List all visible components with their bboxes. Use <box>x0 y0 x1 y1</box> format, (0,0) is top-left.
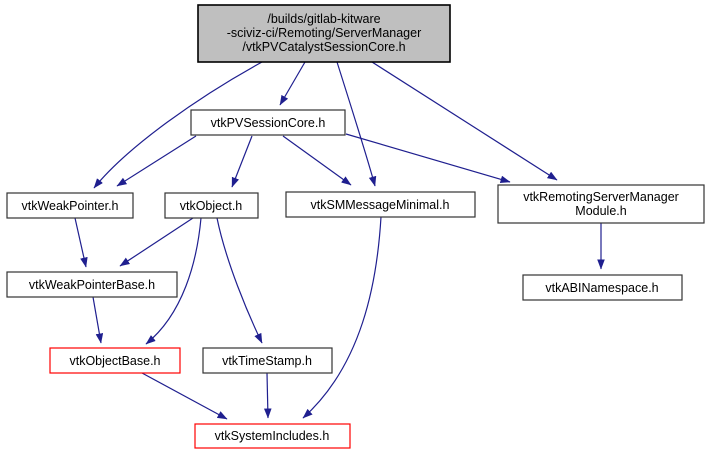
node-vtkWeakPointerBase-label: vtkWeakPointerBase.h <box>29 278 155 292</box>
edge-vtkObject-to-vtkWeakPointerBase <box>119 217 194 267</box>
edge-vtkSMMessageMinimal-to-vtkSystemIncludes <box>302 216 382 419</box>
edge-vtkObject-to-vtkObjectBase <box>145 217 202 345</box>
node-vtkSystemIncludes-label: vtkSystemIncludes.h <box>215 429 330 443</box>
edge-group <box>74 61 605 420</box>
node-vtkObjectBase-label: vtkObjectBase.h <box>69 354 160 368</box>
edge-vtkObject-to-vtkTimeStamp <box>216 217 263 344</box>
edge-vtkPVCatalystSessionCore-to-vtkWeakPointer <box>93 61 263 189</box>
node-vtkSystemIncludes[interactable]: vtkSystemIncludes.h <box>194 423 351 449</box>
edge-vtkPVCatalystSessionCore-to-vtkPVSessionCore <box>279 61 306 106</box>
node-vtkSMMessageMinimal[interactable]: vtkSMMessageMinimal.h <box>285 191 476 218</box>
node-vtkWeakPointer[interactable]: vtkWeakPointer.h <box>6 192 134 219</box>
node-vtkObjectBase-box[interactable] <box>49 347 181 374</box>
node-vtkWeakPointerBase[interactable]: vtkWeakPointerBase.h <box>6 271 178 298</box>
node-vtkObject-label: vtkObject.h <box>180 199 243 213</box>
edge-vtkPVSessionCore-to-vtkObject <box>231 135 253 188</box>
node-vtkSMMessageMinimal-label: vtkSMMessageMinimal.h <box>311 198 450 212</box>
node-vtkObject-box[interactable] <box>164 192 259 219</box>
node-vtkPVCatalystSessionCore-box[interactable] <box>197 4 451 63</box>
node-vtkPVCatalystSessionCore-label-line1: /builds/gitlab-kitware <box>267 12 380 26</box>
node-vtkSystemIncludes-box[interactable] <box>194 423 351 449</box>
edge-vtkTimeStamp-to-vtkSystemIncludes <box>263 372 272 419</box>
node-vtkSMMessageMinimal-box[interactable] <box>285 191 476 218</box>
node-vtkPVCatalystSessionCore-label-line3: /vtkPVCatalystSessionCore.h <box>242 40 405 54</box>
node-vtkPVCatalystSessionCore-label-line2: -sciviz-ci/Remoting/ServerManager <box>227 26 422 40</box>
node-vtkTimeStamp-label: vtkTimeStamp.h <box>222 354 312 368</box>
node-vtkRemotingServerManagerModule-label-line1: vtkRemotingServerManager <box>523 190 679 204</box>
node-vtkWeakPointer-box[interactable] <box>6 192 134 219</box>
node-vtkRemotingServerManagerModule-label-line2: Module.h <box>575 204 626 218</box>
edge-vtkPVSessionCore-to-vtkWeakPointer <box>116 135 197 187</box>
node-vtkObject[interactable]: vtkObject.h <box>164 192 259 219</box>
edge-vtkObjectBase-to-vtkSystemIncludes <box>141 372 228 420</box>
node-vtkRemotingServerManagerModule[interactable]: vtkRemotingServerManager Module.h <box>497 184 705 224</box>
node-vtkRemotingServerManagerModule-box[interactable] <box>497 184 705 224</box>
node-vtkWeakPointerBase-box[interactable] <box>6 271 178 298</box>
edge-vtkPVSessionCore-to-vtkRemotingServerManagerModule <box>345 133 511 183</box>
node-vtkPVSessionCore-label: vtkPVSessionCore.h <box>211 116 326 130</box>
node-vtkPVSessionCore-box[interactable] <box>190 109 346 136</box>
node-vtkTimeStamp[interactable]: vtkTimeStamp.h <box>202 347 333 374</box>
node-vtkABINamespace-label: vtkABINamespace.h <box>545 281 658 295</box>
node-vtkABINamespace[interactable]: vtkABINamespace.h <box>522 274 683 301</box>
node-vtkObjectBase[interactable]: vtkObjectBase.h <box>49 347 181 374</box>
node-vtkABINamespace-box[interactable] <box>522 274 683 301</box>
edge-vtkPVCatalystSessionCore-to-vtkSMMessageMinimal <box>336 61 377 187</box>
edge-vtkPVCatalystSessionCore-to-vtkRemotingServerManagerModule <box>371 61 558 181</box>
edge-vtkWeakPointer-to-vtkWeakPointerBase <box>74 217 88 268</box>
node-vtkPVCatalystSessionCore[interactable]: /builds/gitlab-kitware -sciviz-ci/Remoti… <box>197 4 451 63</box>
edge-vtkWeakPointerBase-to-vtkObjectBase <box>92 296 104 344</box>
node-vtkPVSessionCore[interactable]: vtkPVSessionCore.h <box>190 109 346 136</box>
node-vtkWeakPointer-label: vtkWeakPointer.h <box>21 199 118 213</box>
node-vtkTimeStamp-box[interactable] <box>202 347 333 374</box>
edge-vtkPVSessionCore-to-vtkSMMessageMinimal <box>282 135 352 186</box>
